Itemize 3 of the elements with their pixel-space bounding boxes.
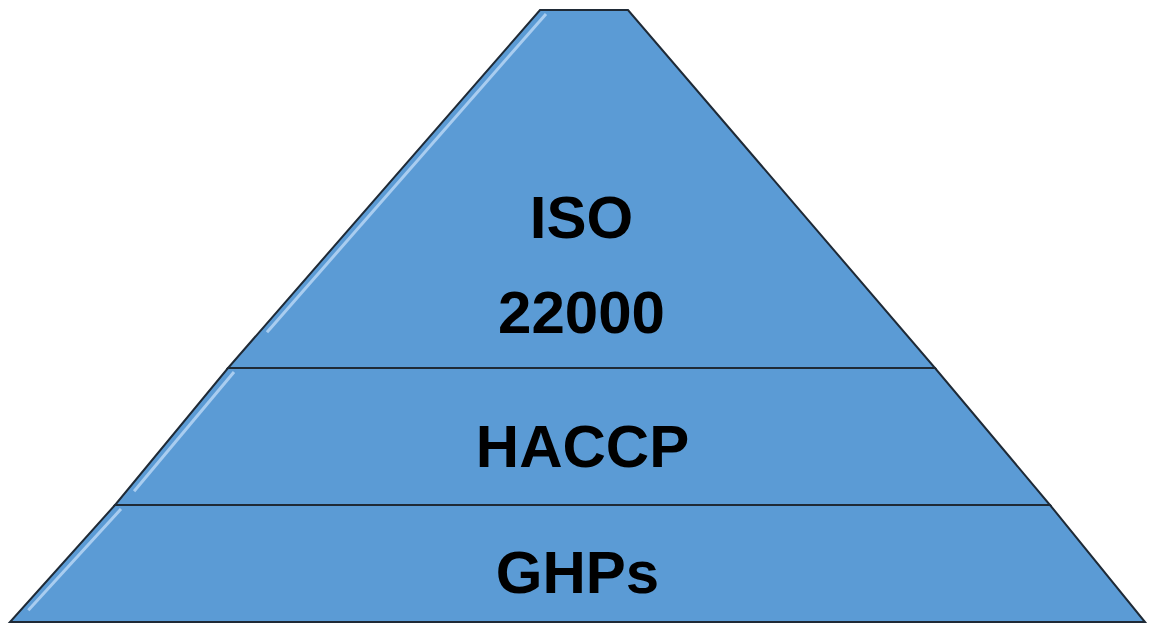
tier-label: ISO 22000 bbox=[497, 183, 666, 348]
tier-label: HACCP bbox=[474, 412, 691, 482]
tier-label: GHPs bbox=[494, 538, 661, 608]
